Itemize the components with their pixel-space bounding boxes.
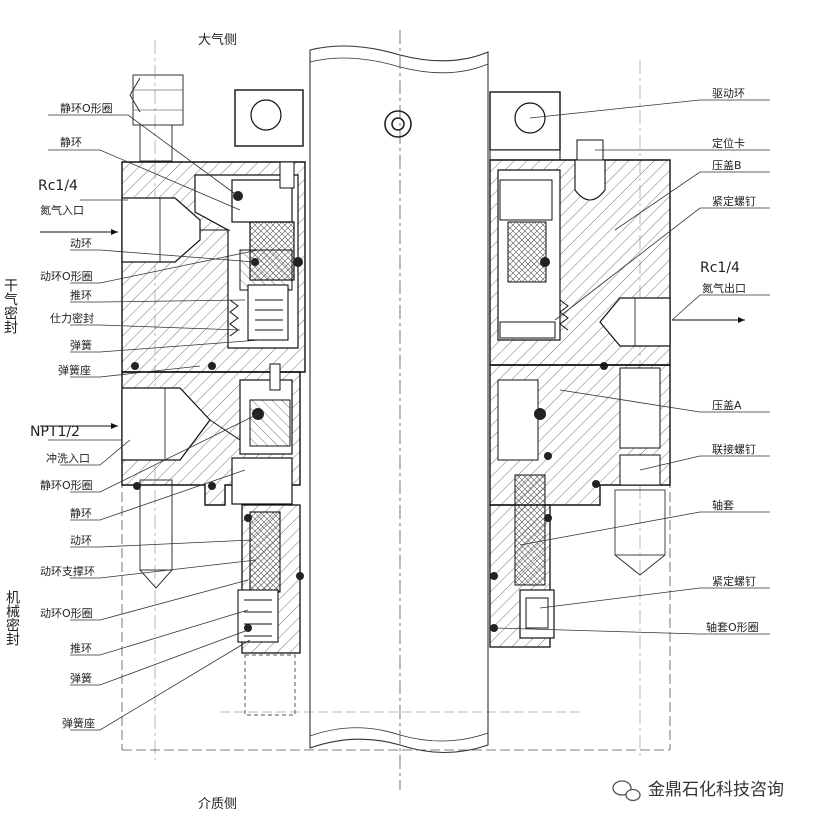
left-stud-bolt (129, 74, 184, 589)
label-gland-b: 压盖B (712, 158, 742, 172)
label-rc14-left: Rc1/4 (38, 178, 78, 194)
svg-text:干气密封: 干气密封 (2, 278, 18, 334)
right-leader-lines (495, 99, 770, 635)
atmosphere-side-label: 大气侧 (198, 32, 237, 48)
label-static-ring-2: 静环 (70, 506, 92, 520)
label-moving-ring-oring: 动环O形圈 (40, 270, 93, 283)
label-locating-card: 定位卡 (712, 136, 745, 150)
svg-text:机械密封: 机械密封 (4, 590, 20, 646)
label-moving-ring: 动环 (70, 237, 92, 250)
label-spring-seat-2: 弹簧座 (62, 716, 95, 730)
section-mechanical-seal: 机械密封 (4, 590, 20, 646)
wechat-icon (612, 780, 641, 802)
label-static-ring: 静环 (60, 135, 82, 149)
right-mech-seal-stack (489, 474, 555, 648)
label-moving-ring-2: 动环 (70, 534, 92, 547)
medium-side-label: 介质侧 (198, 797, 237, 812)
watermark-text: 金鼎石化科技咨询 (648, 780, 784, 800)
left-mech-seal-stack (237, 504, 304, 716)
label-connecting-screw: 联接螺钉 (712, 443, 756, 456)
label-shaft-sleeve: 轴套 (712, 498, 734, 512)
right-drive-ring (489, 91, 561, 161)
left-leader-lines (48, 114, 261, 731)
label-spring: 弹簧 (70, 338, 92, 352)
label-static-ring-oring: 静环O形圈 (60, 101, 113, 115)
label-moving-ring-oring-2: 动环O形圈 (40, 607, 93, 620)
label-secondary-seal: 仕力密封 (50, 311, 94, 325)
label-static-ring-oring-2: 静环O形圈 (40, 478, 93, 492)
label-spring-seat: 弹簧座 (58, 363, 91, 377)
label-rc14-right: Rc1/4 (700, 260, 740, 276)
label-sleeve-oring: 轴套O形圈 (706, 620, 759, 634)
left-dry-seal-rings (131, 161, 303, 370)
label-push-ring: 推环 (70, 288, 92, 302)
label-set-screw-2: 紧定螺钉 (712, 574, 756, 588)
label-spring-2: 弹簧 (70, 671, 92, 685)
label-nitrogen-inlet: 氮气入口 (40, 203, 84, 217)
label-gland-a: 压盖A (712, 398, 742, 412)
label-flush-inlet: 冲洗入口 (46, 451, 90, 465)
right-gland-upper (489, 139, 671, 370)
label-push-ring-2: 推环 (70, 641, 92, 655)
label-moving-ring-support-ring: 动环支撑环 (40, 564, 95, 578)
flow-arrows (40, 229, 745, 429)
section-dry-gas-seal: 干气密封 (2, 278, 18, 334)
label-nitrogen-outlet: 氮气出口 (702, 281, 746, 295)
left-gland-lower (121, 363, 301, 506)
label-drive-ring: 驱动环 (712, 87, 745, 100)
left-drive-ring (234, 89, 304, 147)
label-set-screw: 紧定螺钉 (712, 194, 756, 208)
watermark: 金鼎石化科技咨询 (612, 780, 784, 802)
label-npt12: NPT1/2 (30, 424, 80, 440)
